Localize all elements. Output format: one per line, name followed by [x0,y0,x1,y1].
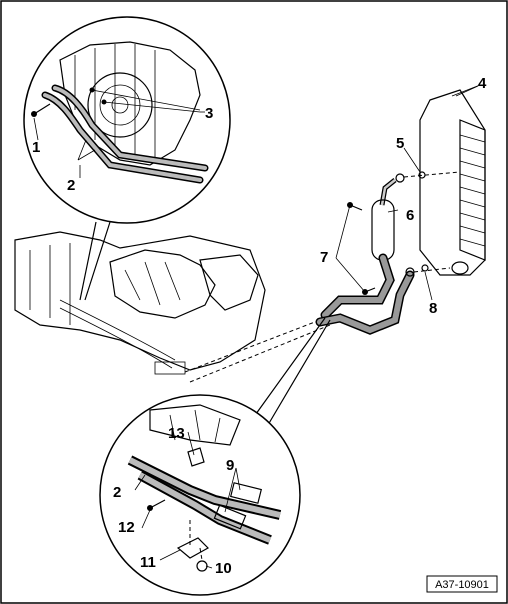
bottom-detail-circle [99,394,301,596]
callout-7: 7 [320,249,328,266]
callout-8: 8 [429,300,437,317]
callout-10: 10 [215,560,232,577]
callout-4: 4 [478,75,487,92]
callout-9: 9 [226,457,234,474]
callout-leaders [33,85,479,569]
callout-11: 11 [140,554,156,571]
callout-2-top: 2 [67,177,75,194]
callout-6: 6 [406,207,414,224]
callout-labels: 1 2 3 4 5 6 7 8 13 9 2 12 11 10 [32,75,487,577]
figure-reference-text: A37-10901 [435,579,489,591]
callout-5: 5 [396,135,404,152]
detail-pointer-top [79,221,111,301]
connection-dashed-line [184,319,321,373]
oil-cooler [419,89,486,276]
callout-3: 3 [205,105,213,122]
figure-reference: A37-10901 [426,575,498,593]
top-detail-circle [23,16,231,224]
callout-1: 1 [32,139,40,156]
callout-13: 13 [168,425,185,442]
callout-12: 12 [118,519,135,536]
engine-assembly [14,231,266,375]
callout-2-bottom: 2 [113,484,121,501]
hose-assembly [315,171,461,335]
detail-pointer-bottom [247,317,331,431]
